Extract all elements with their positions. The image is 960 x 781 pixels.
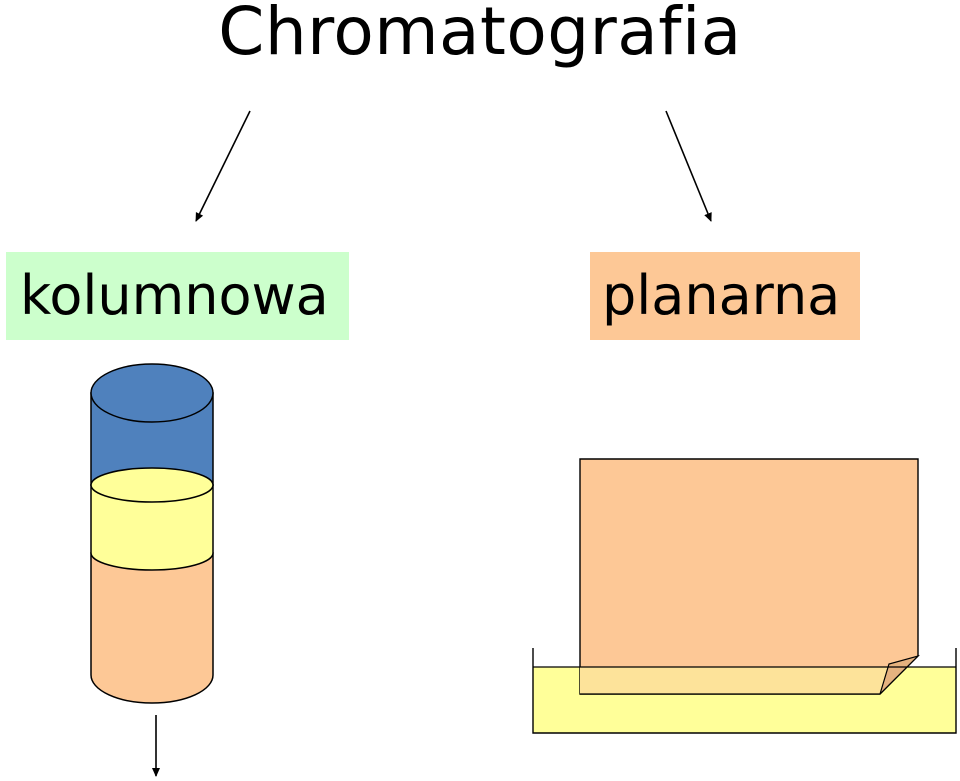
label-planarna-text: planarna: [602, 264, 841, 327]
label-planarna: planarna: [590, 252, 860, 340]
plate-curled-corner: [879, 654, 921, 695]
column-illustration: [90, 363, 214, 777]
chromatography-plate: [579, 458, 919, 695]
label-kolumnowa: kolumnowa: [6, 252, 349, 340]
tank: [532, 648, 957, 734]
column-bottom-segment: [90, 552, 214, 704]
column-top-surface: [90, 363, 214, 423]
arrow-to-kolumnowa: [195, 110, 251, 222]
column-middle-segment: [90, 484, 214, 571]
column-middle-top-surface: [90, 467, 214, 503]
plate-submerged-part: [580, 667, 907, 694]
planar-illustration: [532, 458, 957, 734]
diagram-title: Chromatografia: [218, 0, 742, 70]
label-kolumnowa-text: kolumnowa: [20, 264, 329, 327]
arrow-to-planarna: [665, 110, 712, 222]
